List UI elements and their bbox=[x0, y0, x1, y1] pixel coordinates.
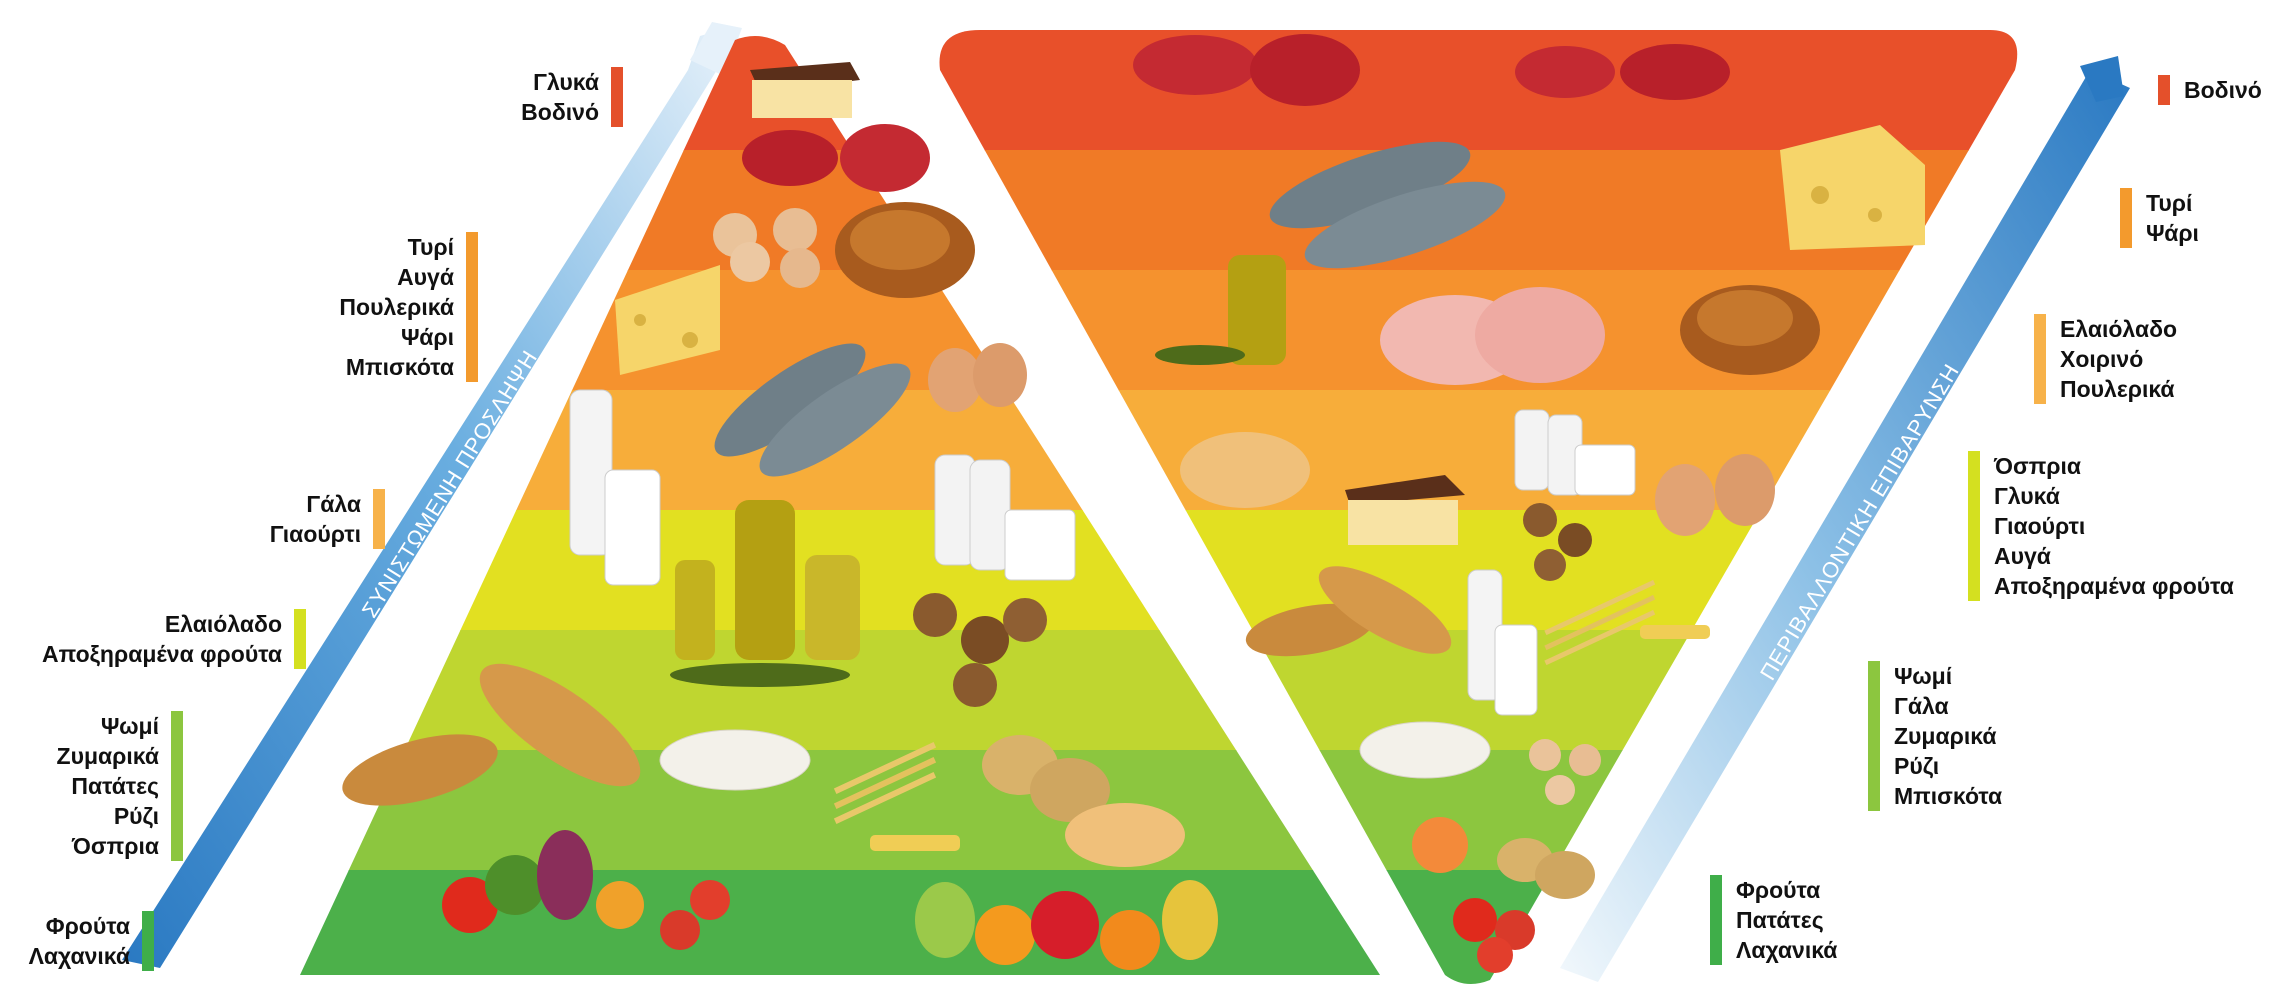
label-item: Αυγά bbox=[339, 262, 454, 292]
label-item: Βοδινό bbox=[2184, 75, 2262, 105]
chicken-icon bbox=[835, 202, 975, 298]
label-item: Μπισκότα bbox=[1894, 781, 2002, 811]
color-bar bbox=[171, 711, 183, 861]
label-item: Όσπρια bbox=[57, 831, 159, 861]
label-item: Βοδινό bbox=[521, 97, 599, 127]
label-item: Λαχανικά bbox=[29, 941, 130, 971]
left-label-group-cheese-biscuits: Τυρί Αυγά Πουλερικά Ψάρι Μπισκότα bbox=[339, 232, 478, 382]
color-bar bbox=[1710, 875, 1722, 965]
label-item: Μπισκότα bbox=[339, 352, 454, 382]
label-item: Γλυκά bbox=[521, 67, 599, 97]
label-item: Χοιρινό bbox=[2060, 344, 2177, 374]
label-item: Ψωμί bbox=[57, 711, 159, 741]
left-label-group-oil-dried-fruit: Ελαιόλαδο Αποξηραμένα φρούτα bbox=[42, 609, 306, 669]
label-item: Ρύζι bbox=[57, 801, 159, 831]
label-item: Ψάρι bbox=[339, 322, 454, 352]
color-bar bbox=[1868, 661, 1880, 811]
chickpea-icon bbox=[1180, 432, 1310, 508]
label-item: Ψωμί bbox=[1894, 661, 2002, 691]
label-item: Αποξηραμένα φρούτα bbox=[1994, 571, 2234, 601]
right-label-group-cheese-fish: Τυρί Ψάρι bbox=[2120, 188, 2199, 248]
left-label-group-fruits-vegetables: Φρούτα Λαχανικά bbox=[29, 911, 154, 971]
label-item: Αυγά bbox=[1994, 541, 2234, 571]
label-item: Γιαούρτι bbox=[1994, 511, 2234, 541]
label-item: Πουλερικά bbox=[339, 292, 454, 322]
right-label-group-fruits-potatoes-vegetables: Φρούτα Πατάτες Λαχανικά bbox=[1710, 875, 1837, 965]
fruit-icon bbox=[1412, 817, 1468, 873]
rice-icon bbox=[660, 730, 810, 790]
label-item: Τυρί bbox=[339, 232, 454, 262]
label-item: Γάλα bbox=[270, 489, 361, 519]
right-label-group-beef: Βοδινό bbox=[2158, 75, 2262, 105]
label-item: Πατάτες bbox=[57, 771, 159, 801]
right-label-group-bread-biscuits: Ψωμί Γάλα Ζυμαρικά Ρύζι Μπισκότα bbox=[1868, 661, 2002, 811]
chickpea-icon bbox=[1065, 803, 1185, 867]
right-label-group-legumes-dried-fruit: Όσπρια Γλυκά Γιαούρτι Αυγά Αποξηραμένα φ… bbox=[1968, 451, 2234, 601]
color-bar bbox=[2158, 75, 2170, 105]
cake-icon bbox=[750, 62, 860, 118]
label-item: Ζυμαρικά bbox=[57, 741, 159, 771]
color-bar bbox=[611, 67, 623, 127]
label-item: Φρούτα bbox=[29, 911, 130, 941]
label-item: Φρούτα bbox=[1736, 875, 1837, 905]
label-item: Όσπρια bbox=[1994, 451, 2234, 481]
label-item: Ελαιόλαδο bbox=[2060, 314, 2177, 344]
label-item: Αποξηραμένα φρούτα bbox=[42, 639, 282, 669]
rice-icon bbox=[1360, 722, 1490, 778]
label-item: Γιαούρτι bbox=[270, 519, 361, 549]
color-bar bbox=[2034, 314, 2046, 404]
color-bar bbox=[142, 911, 154, 971]
label-item: Ζυμαρικά bbox=[1894, 721, 2002, 751]
label-item: Γλυκά bbox=[1994, 481, 2234, 511]
left-label-group-milk-yogurt: Γάλα Γιαούρτι bbox=[270, 489, 385, 549]
color-bar bbox=[373, 489, 385, 549]
color-bar bbox=[466, 232, 478, 382]
color-bar bbox=[294, 609, 306, 669]
label-item: Λαχανικά bbox=[1736, 935, 1837, 965]
label-item: Γάλα bbox=[1894, 691, 2002, 721]
color-bar bbox=[1968, 451, 1980, 601]
right-label-group-oil-pork-poultry: Ελαιόλαδο Χοιρινό Πουλερικά bbox=[2034, 314, 2177, 404]
left-label-group-bread-legumes: Ψωμί Ζυμαρικά Πατάτες Ρύζι Όσπρια bbox=[57, 711, 183, 861]
label-item: Πουλερικά bbox=[2060, 374, 2177, 404]
label-item: Ελαιόλαδο bbox=[42, 609, 282, 639]
color-bar bbox=[2120, 188, 2132, 248]
label-item: Τυρί bbox=[2146, 188, 2199, 218]
label-item: Πατάτες bbox=[1736, 905, 1837, 935]
left-label-group-sweets-beef: Γλυκά Βοδινό bbox=[521, 67, 623, 127]
label-item: Ψάρι bbox=[2146, 218, 2199, 248]
label-item: Ρύζι bbox=[1894, 751, 2002, 781]
chicken-icon bbox=[1680, 285, 1820, 375]
